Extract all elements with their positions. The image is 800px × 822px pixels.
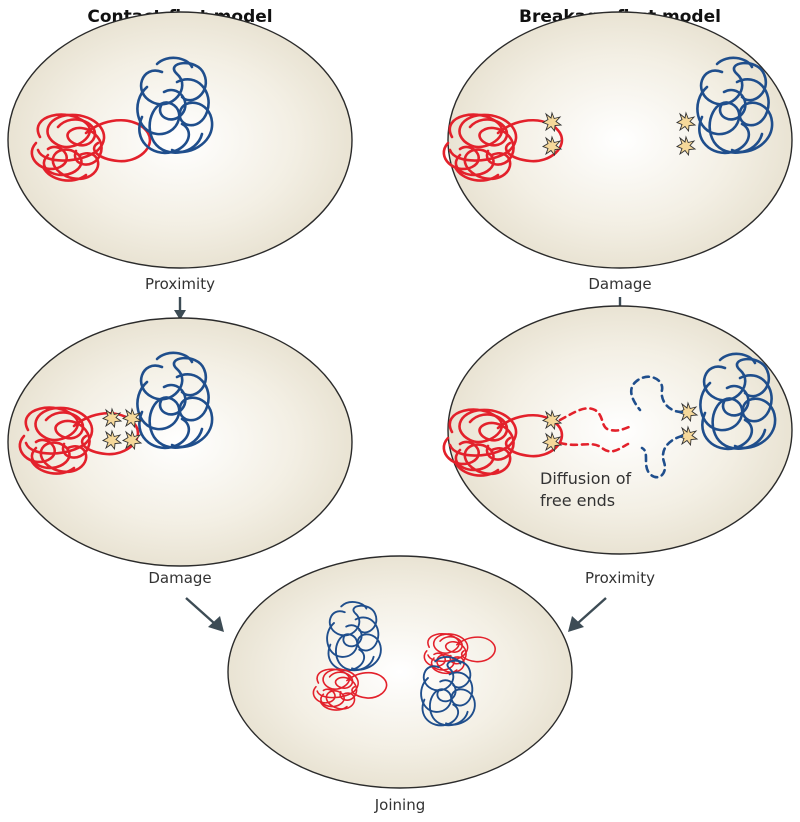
arrow-diagonal-left bbox=[185, 597, 224, 632]
cell-breakage-first-diffusion: Diffusion of free ends bbox=[442, 305, 793, 555]
label-damage-right: Damage bbox=[588, 275, 651, 293]
cell-breakage-first-initial bbox=[442, 11, 793, 269]
label-damage-left: Damage bbox=[148, 569, 211, 587]
cell-joining bbox=[227, 555, 573, 789]
arrow-down-left bbox=[174, 297, 186, 320]
blue-free-end bbox=[629, 375, 684, 414]
red-free-end bbox=[558, 441, 630, 453]
blue-free-end bbox=[640, 434, 684, 479]
cell-contact-first-damage bbox=[7, 317, 353, 567]
label-joining: Joining bbox=[374, 796, 425, 814]
label-proximity-left: Proximity bbox=[145, 275, 215, 293]
diffusion-annotation-line1: Diffusion of bbox=[540, 469, 632, 488]
arrow-diagonal-right bbox=[568, 597, 607, 632]
label-proximity-right: Proximity bbox=[585, 569, 655, 587]
diffusion-annotation-line2: free ends bbox=[540, 491, 615, 510]
cell-contact-first-initial bbox=[7, 11, 353, 269]
red-free-end bbox=[558, 407, 634, 432]
